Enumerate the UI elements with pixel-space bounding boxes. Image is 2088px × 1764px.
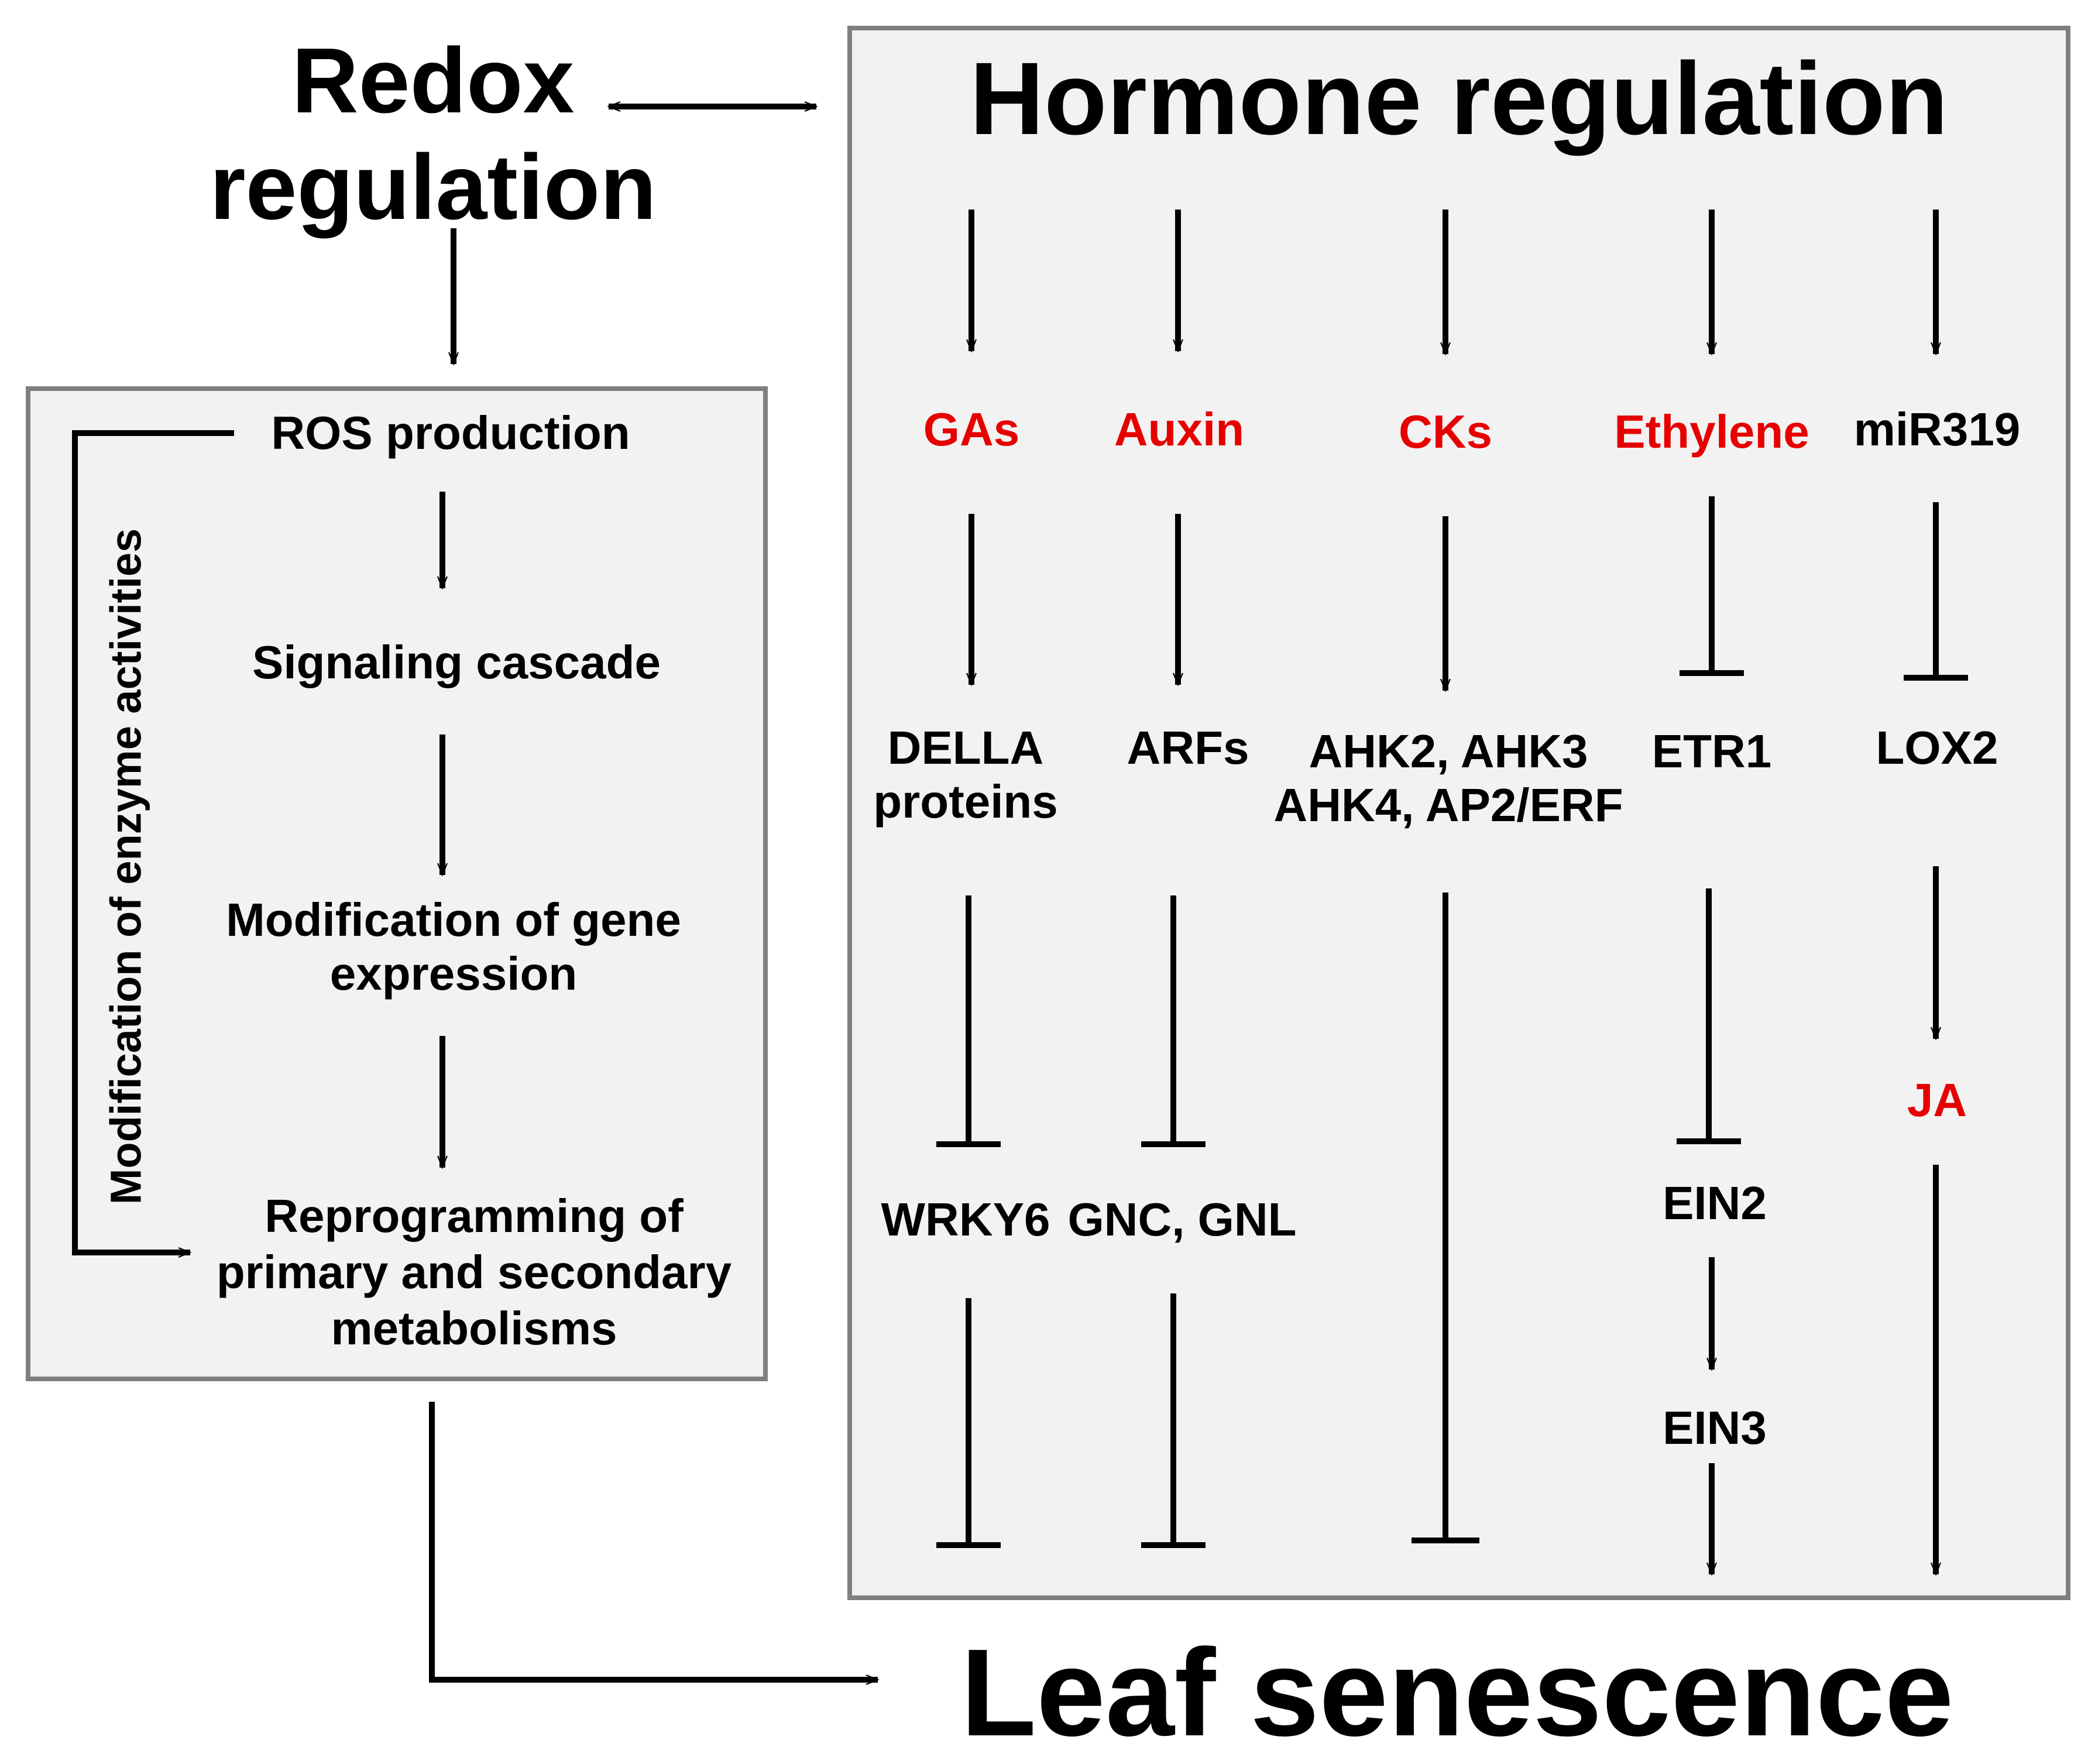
etr1-label: ETR1: [1651, 725, 1772, 777]
mir319-label: miR319: [1853, 403, 2021, 455]
ein2-label: EIN2: [1663, 1177, 1767, 1229]
hormone-ethylene: Ethylene: [1614, 406, 1809, 458]
ja-label: JA: [1907, 1074, 1967, 1126]
hormone-gas: GAs: [923, 403, 1020, 455]
reprogramming-label: Reprogramming of primary and secondary m…: [187, 1188, 761, 1357]
wrky6-label: WRKY6: [881, 1193, 1050, 1245]
hormone-regulation-title: Hormone regulation: [969, 42, 1949, 156]
enzyme-activities-side-label: Modification of enzyme activities: [101, 528, 150, 1205]
ahk-label: AHK2, AHK3 AHK4, AP2/ERF: [1252, 725, 1644, 832]
redox-line-1: Redox: [291, 29, 575, 132]
lox2-label: LOX2: [1876, 722, 1998, 774]
della-line-2: proteins: [873, 775, 1058, 828]
hormone-cks: CKs: [1398, 406, 1493, 458]
redox-mechanism-box: [26, 386, 768, 1381]
arfs-label: ARFs: [1127, 722, 1249, 774]
ein3-label: EIN3: [1663, 1402, 1767, 1454]
reprogramming-line-2: primary and secondary: [216, 1246, 732, 1298]
signaling-cascade-label: Signaling cascade: [252, 636, 661, 688]
ahk-line-2: AHK4, AP2/ERF: [1273, 779, 1623, 831]
reprogramming-line-1: Reprogramming of: [265, 1190, 684, 1242]
gene-expression-line-1: Modification of gene: [226, 894, 681, 946]
della-proteins-label: DELLA proteins: [849, 721, 1083, 829]
gene-expression-line-2: expression: [329, 948, 578, 1000]
redox-label: Redox regulation: [199, 28, 667, 241]
redox-box-to-senescence-arrow: [429, 1402, 878, 1680]
gene-expression-label: Modification of gene expression: [176, 893, 732, 1001]
gnc-gnl-label: GNC, GNL: [1067, 1193, 1297, 1245]
redox-line-2: regulation: [210, 135, 657, 239]
ros-production-label: ROS production: [271, 407, 630, 459]
leaf-senescence-label: Leaf senescence: [960, 1623, 1954, 1762]
reprogramming-line-3: metabolisms: [331, 1302, 617, 1354]
ahk-line-1: AHK2, AHK3: [1309, 725, 1588, 777]
enzyme-bypass-arrow: [72, 430, 234, 1252]
della-line-1: DELLA: [887, 722, 1044, 774]
hormone-regulation-box: [847, 26, 2070, 1600]
hormone-auxin: Auxin: [1114, 403, 1245, 455]
